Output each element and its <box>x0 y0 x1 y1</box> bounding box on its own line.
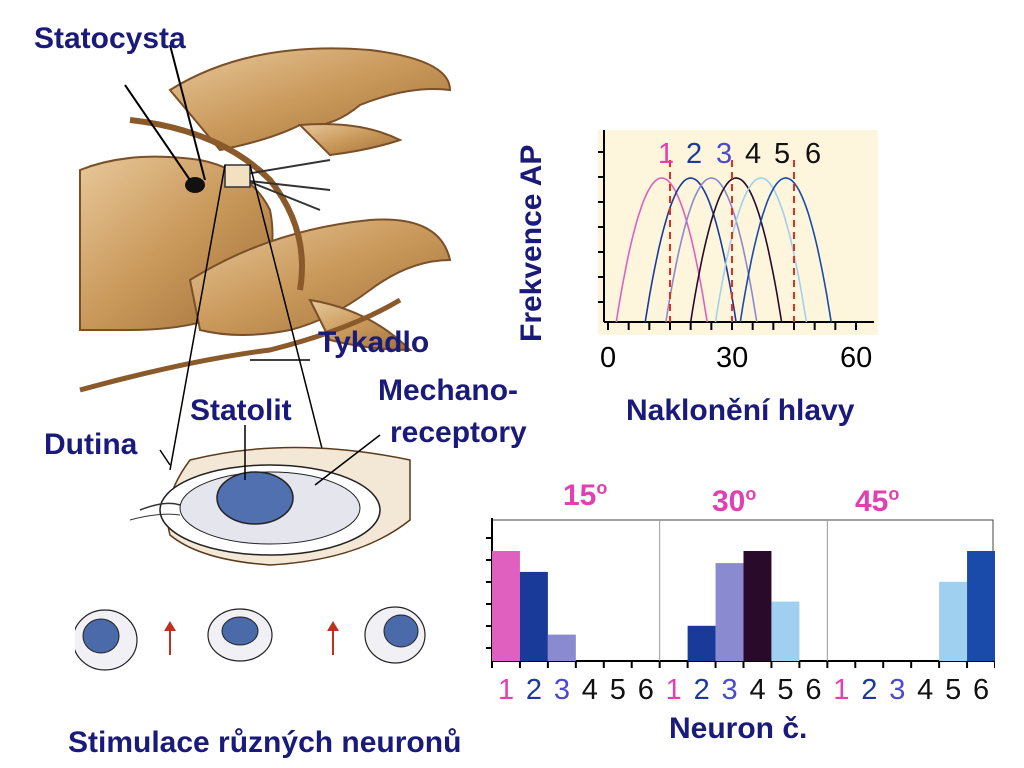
bar-panel1-neuron-3 <box>547 634 576 661</box>
bar-chart-xtick-label: 2 <box>693 674 710 706</box>
label-dutina: Dutina <box>44 428 138 461</box>
tuning-curve-6 <box>739 177 832 323</box>
label-receptory: receptory <box>390 416 527 449</box>
statocyst-enlargement <box>129 446 411 566</box>
bar-panel3-neuron-6 <box>967 551 995 661</box>
label-statocysta: Statocysta <box>34 22 186 55</box>
line-chart-neuron-label: 4 <box>745 138 762 170</box>
line-chart-neuron-label: 2 <box>686 138 703 170</box>
caption-stimulation: Stimulace různých neuronů <box>68 726 462 759</box>
line-chart-neuron-label: 1 <box>658 138 675 170</box>
line-chart-xtick-label: 30 <box>716 342 749 374</box>
bar-chart-xtick-label: 5 <box>777 674 794 706</box>
bar-chart-xlabel: Neuron č. <box>669 712 808 745</box>
bar-chart-xtick-label: 2 <box>861 674 878 706</box>
tuning-curve-5 <box>714 177 808 323</box>
tuning-curve-4 <box>689 177 783 323</box>
bar-chart-xtick-label: 5 <box>945 674 962 706</box>
bar-chart-xtick-label: 6 <box>637 674 654 706</box>
bar-chart-xtick-label: 6 <box>805 674 822 706</box>
bar-panel2-neuron-4 <box>743 551 772 661</box>
bar-panel2-neuron-2 <box>687 625 716 661</box>
bar-chart-xtick-label: 2 <box>525 674 543 706</box>
bar-chart <box>486 518 995 668</box>
line-chart-neuron-label: 3 <box>716 138 733 170</box>
bar-chart-xtick-label: 3 <box>553 674 570 706</box>
bar-chart-xtick-label: 6 <box>973 674 990 706</box>
tuning-curve-2 <box>644 177 737 323</box>
lobster-illustration <box>79 44 452 393</box>
line-chart-neuron-label: 6 <box>805 138 822 170</box>
label-tykadlo: Tykadlo <box>318 326 430 359</box>
bar-panel1-neuron-2 <box>519 571 548 661</box>
line-chart-bg <box>598 130 878 335</box>
bar-chart-xtick-label: 4 <box>749 674 766 706</box>
stimulation-drawings <box>75 606 426 671</box>
bar-chart-xtick-label: 4 <box>917 674 934 706</box>
bar-chart-xtick-label: 1 <box>497 674 515 706</box>
bar-panel2-neuron-3 <box>715 563 744 661</box>
bar-panel1-neuron-1 <box>492 551 520 661</box>
line-chart-xlabel: Naklonění hlavy <box>626 394 855 427</box>
bar-chart-panel-title: 30o <box>712 484 757 518</box>
bar-chart-xtick-label: 1 <box>833 674 850 706</box>
line-chart-xtick-label: 60 <box>840 342 873 374</box>
bar-panel2-neuron-5 <box>771 601 800 661</box>
bar-chart-xtick-label: 5 <box>609 674 626 706</box>
bar-chart-xtick-label: 3 <box>721 674 738 706</box>
label-pointers <box>159 425 381 486</box>
line-chart-xtick-label: 0 <box>600 342 617 374</box>
tuning-curve-3 <box>665 177 758 323</box>
zoom-lines <box>169 164 331 481</box>
bar-chart-panel-title: 45o <box>855 484 900 518</box>
label-mechano: Mechano- <box>378 374 519 407</box>
label-statolit: Statolit <box>190 394 292 427</box>
bar-chart-xtick-label: 3 <box>889 674 906 706</box>
tuning-curve-1 <box>615 177 708 323</box>
line-chart <box>598 130 878 335</box>
line-chart-ylabel: Frekvence AP <box>515 144 548 342</box>
line-chart-neuron-label: 5 <box>774 138 791 170</box>
bar-chart-xtick-label: 4 <box>581 674 598 706</box>
bar-chart-panel-title: 15o <box>563 478 608 512</box>
bar-chart-xtick-label: 1 <box>665 674 682 706</box>
bar-panel3-neuron-5 <box>939 581 968 661</box>
